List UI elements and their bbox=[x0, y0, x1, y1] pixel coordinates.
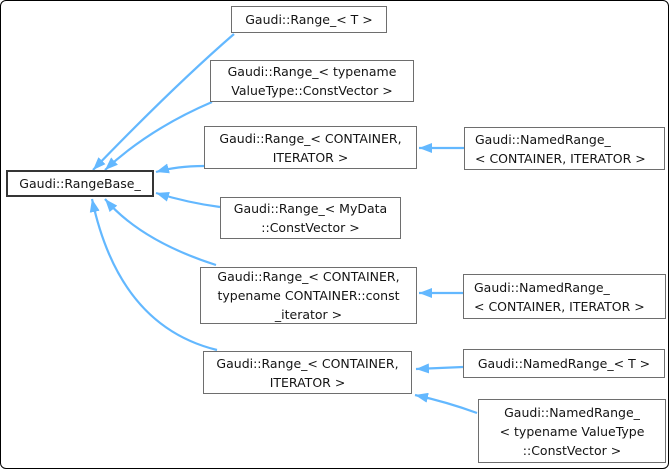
arrow-range-container1-to-base bbox=[155, 163, 205, 174]
node-gaudi-namedrange-valuetype-constvector[interactable]: Gaudi::NamedRange_ < typename ValueType … bbox=[478, 399, 666, 463]
node-gaudi-range-container-iterator-1[interactable]: Gaudi::Range_< CONTAINER, ITERATOR > bbox=[204, 126, 417, 169]
node-gaudi-rangebase: Gaudi::RangeBase_ bbox=[6, 170, 154, 197]
arrow-range-t-to-base bbox=[92, 33, 235, 171]
node-gaudi-namedrange-container-iterator-1[interactable]: Gaudi::NamedRange_ < CONTAINER, ITERATOR… bbox=[464, 127, 665, 170]
arrow-range-mydata-to-base bbox=[155, 191, 221, 209]
node-gaudi-range-container-iterator-2[interactable]: Gaudi::Range_< CONTAINER, ITERATOR > bbox=[203, 351, 412, 394]
arrow-range-container2-to-base bbox=[89, 198, 218, 352]
node-gaudi-range-container-const-iterator[interactable]: Gaudi::Range_< CONTAINER, typename CONTA… bbox=[200, 267, 417, 324]
node-gaudi-range-valuetype-constvector[interactable]: Gaudi::Range_< typename ValueType::Const… bbox=[210, 60, 414, 102]
node-gaudi-namedrange-t[interactable]: Gaudi::NamedRange_< T > bbox=[463, 349, 665, 378]
arrow-named-valuetype-to-range-container2 bbox=[414, 392, 478, 415]
arrow-range-const-iterator-to-base bbox=[104, 198, 217, 267]
node-gaudi-namedrange-container-iterator-2[interactable]: Gaudi::NamedRange_ < CONTAINER, ITERATOR… bbox=[463, 274, 666, 319]
node-gaudi-range-t[interactable]: Gaudi::Range_< T > bbox=[231, 6, 387, 33]
node-gaudi-range-mydata-constvector[interactable]: Gaudi::Range_< MyData ::ConstVector > bbox=[220, 197, 401, 239]
arrow-range-valuetype-to-base bbox=[104, 100, 213, 171]
arrow-named-t-to-range-container2 bbox=[415, 363, 464, 374]
